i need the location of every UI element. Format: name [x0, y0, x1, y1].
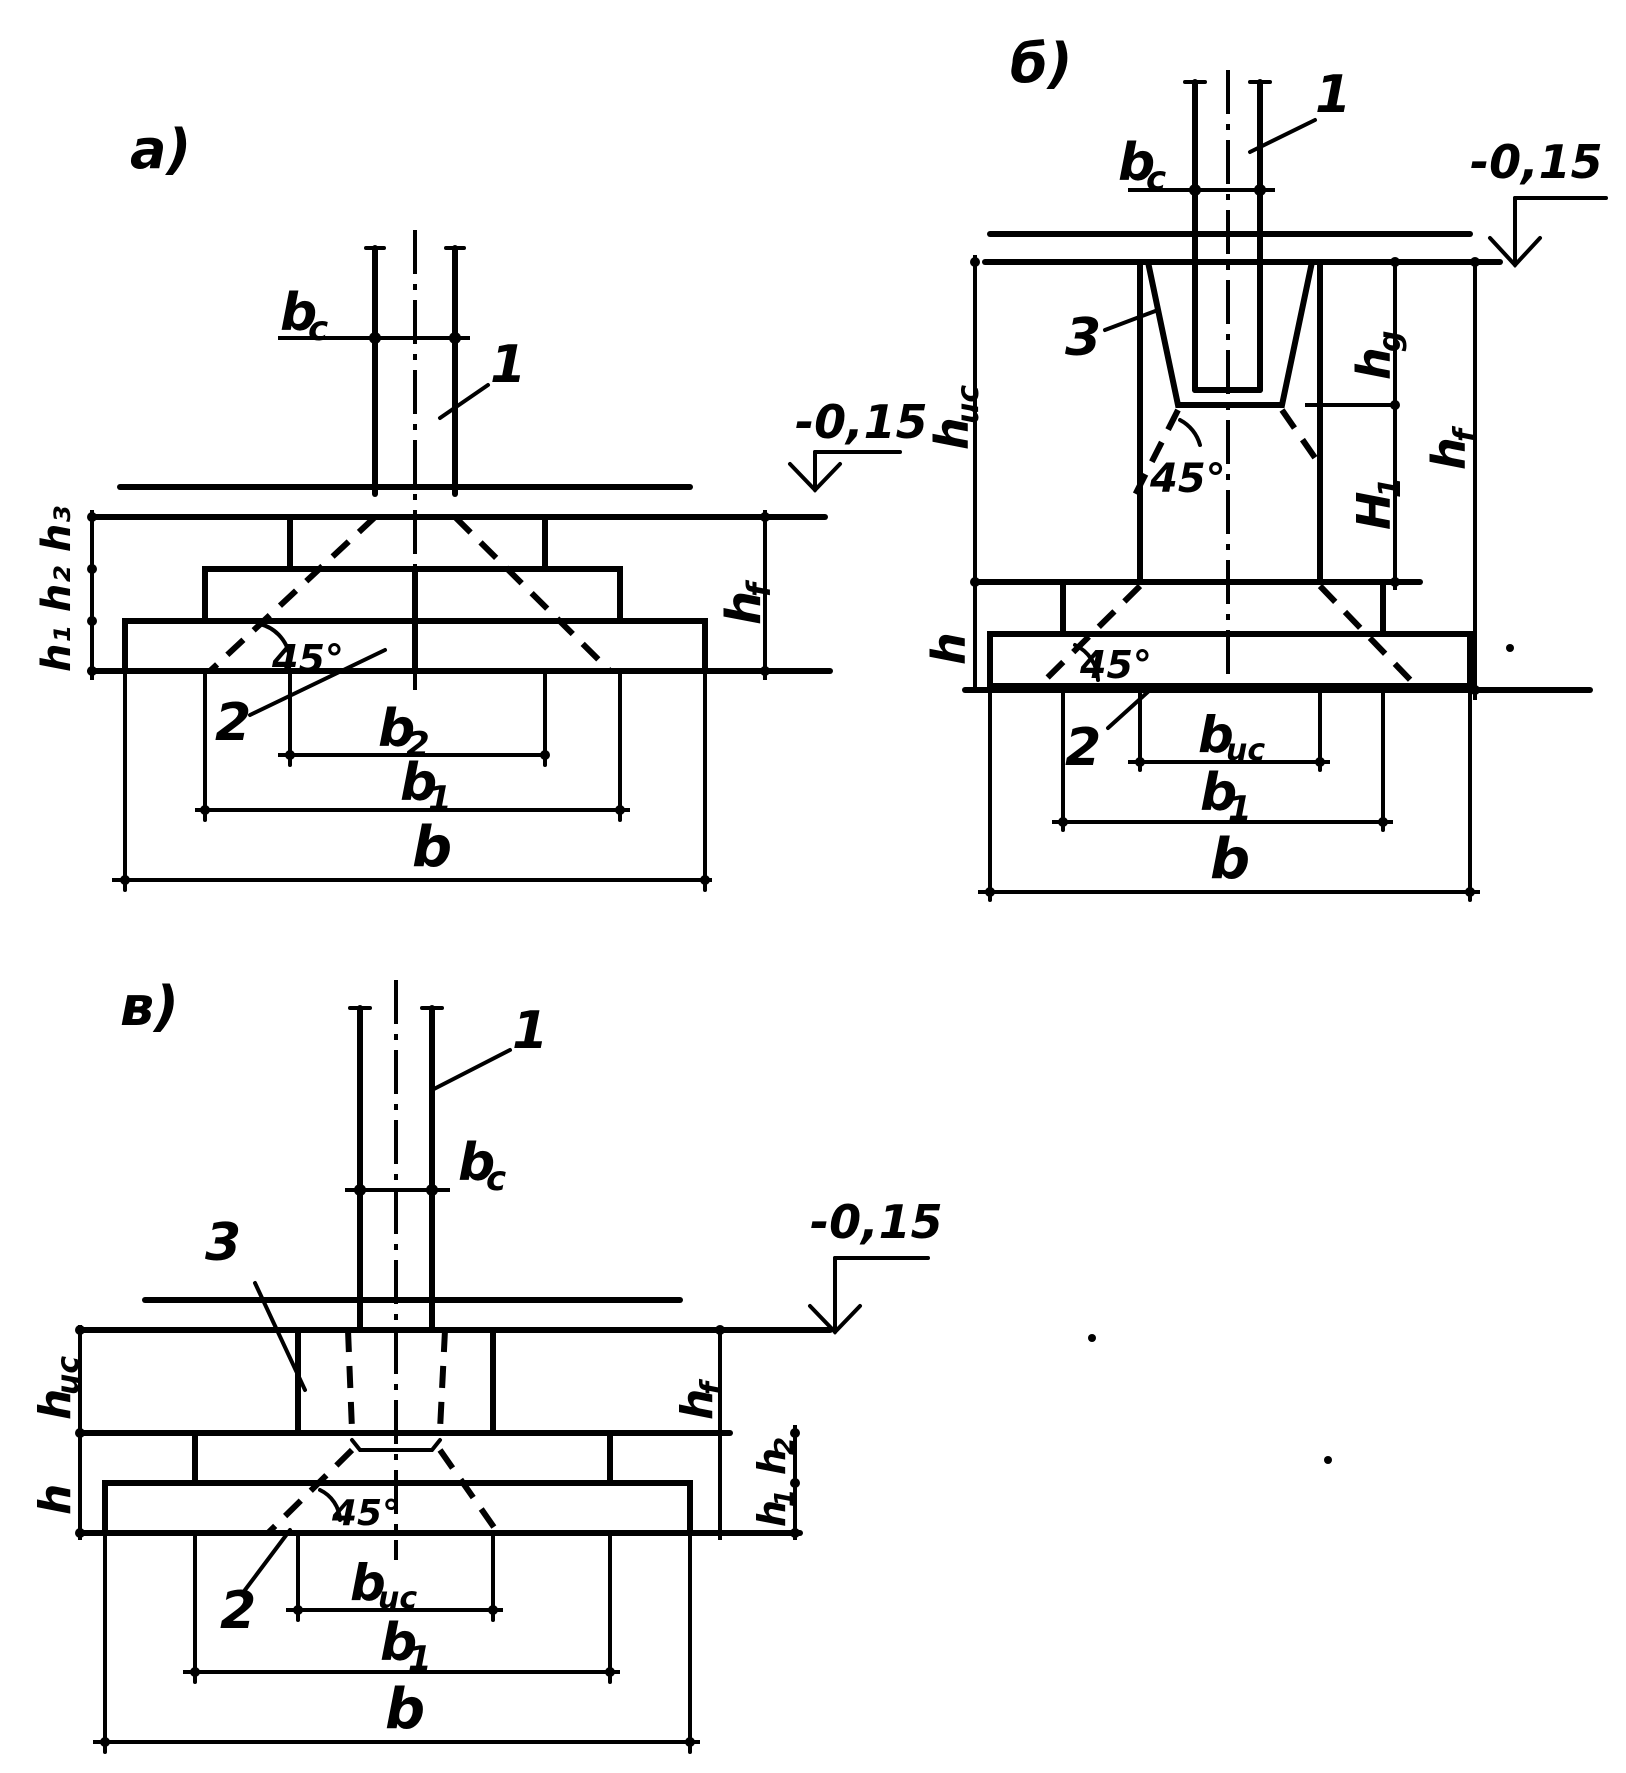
panel-b-title: б)	[1010, 32, 1072, 95]
panel-b-hf-label: h	[1422, 437, 1476, 470]
panel-b-angle-bottom: 45°	[1079, 643, 1152, 687]
svg-text:uc: uc	[378, 1581, 417, 1616]
svg-text:1: 1	[1373, 477, 1408, 498]
panel-a-title: a)	[130, 118, 191, 181]
panel-a-callout-1: 1	[490, 335, 526, 395]
panel-a: a) 45° b c 1 2	[34, 118, 928, 892]
panel-a-b2-label: b	[378, 699, 415, 759]
panel-c-h2-label: h	[750, 1448, 794, 1475]
panel-b-callout-2: 2	[1065, 718, 1101, 778]
panel-a-b-label: b	[412, 815, 452, 880]
panel-b-pyramid-left	[1032, 583, 1143, 693]
panel-c-buc-label: b	[350, 1554, 386, 1612]
panel-b-bc-label: b	[1118, 133, 1155, 193]
svg-text:uc: uc	[1226, 733, 1265, 768]
panel-a-callout-1-leader	[438, 383, 490, 420]
panel-a-callout-2: 2	[215, 693, 251, 753]
panel-c-callout-2: 2	[220, 1581, 256, 1641]
svg-text:1: 1	[408, 1639, 432, 1679]
svg-text:f: f	[1448, 425, 1483, 442]
panel-b-pyramid-right	[1317, 583, 1423, 693]
panel-a-b1-label: b	[400, 753, 437, 813]
svg-text:g: g	[1373, 331, 1408, 352]
panel-c-hf-label: h	[672, 1389, 723, 1420]
panel-b-buc-label: b	[1198, 706, 1234, 764]
panel-a-elevation: -0,15	[795, 395, 928, 449]
panel-b-socket	[1145, 259, 1315, 408]
svg-text:c: c	[308, 309, 328, 349]
panel-c-callout-2-leader	[243, 1528, 292, 1592]
panel-b-callout-3-leader	[1103, 308, 1160, 332]
panel-b-callout-2-leader	[1106, 688, 1152, 730]
panel-c-h-label: h	[30, 1484, 81, 1515]
svg-text:1: 1	[428, 779, 452, 819]
panel-b-step-upper	[1060, 579, 1386, 637]
panel-a-callout-2-leader	[248, 648, 387, 717]
panel-c-bc-label: b	[458, 1133, 495, 1193]
svg-text:2: 2	[770, 1437, 800, 1455]
panel-c-pyramid-left	[265, 1447, 355, 1536]
svg-text:f: f	[740, 579, 778, 597]
panel-a-hf-label: h	[716, 591, 772, 625]
svg-text:1: 1	[1228, 789, 1252, 829]
panel-c-pyramid-right	[437, 1448, 501, 1535]
panel-b-hg-label: h	[1347, 347, 1401, 380]
panel-c-step-upper	[192, 1430, 613, 1486]
svg-text:c: c	[486, 1159, 506, 1199]
svg-text:2: 2	[406, 725, 430, 765]
panel-a-pyramid-left	[207, 514, 378, 674]
panel-c-angle: 45°	[331, 1493, 400, 1534]
panel-c-elevation: -0,15	[810, 1195, 943, 1249]
panel-b-callout-3: 3	[1065, 308, 1101, 368]
panel-c-huc-label: h	[30, 1389, 81, 1420]
panel-c-b-label: b	[385, 1677, 425, 1742]
svg-text:uc: uc	[951, 385, 986, 424]
panel-b: б) 45° 45° b c	[922, 32, 1608, 902]
svg-text:f: f	[695, 1378, 730, 1395]
panel-b-angle-top: 45°	[1149, 456, 1226, 502]
panel-c-title: в)	[120, 975, 179, 1038]
panel-c: в) 45° b c 1 3	[30, 975, 1332, 1754]
panel-b-h-label: h	[922, 632, 976, 665]
panel-a-left-heights: h₁ h₂ h₃	[34, 506, 80, 672]
svg-text:uc: uc	[51, 1356, 86, 1395]
panel-b-elevation: -0,15	[1470, 135, 1603, 189]
panel-b-b1-label: b	[1200, 763, 1237, 823]
panel-c-callout-3-leader	[253, 1281, 307, 1392]
panel-b-b-label: b	[1210, 827, 1250, 892]
panel-a-bc-label: b	[280, 283, 317, 343]
svg-text:1: 1	[770, 1489, 800, 1507]
svg-text:c: c	[1146, 159, 1166, 199]
panel-a-step-3	[287, 514, 548, 572]
panel-c-callout-1-leader	[430, 1048, 512, 1092]
panel-b-H1-label: H	[1347, 492, 1401, 531]
panel-b-callout-1-leader	[1248, 118, 1317, 154]
panel-c-b1-label: b	[380, 1613, 417, 1673]
panel-b-callout-1: 1	[1315, 65, 1351, 125]
panel-b-huc-label: h	[925, 417, 979, 450]
panel-c-h1-label: h	[750, 1500, 794, 1527]
panel-c-callout-1: 1	[512, 1001, 548, 1061]
panel-c-callout-3: 3	[205, 1213, 241, 1273]
panel-b-step-lower	[987, 631, 1473, 689]
panel-a-pyramid-right	[452, 514, 613, 674]
